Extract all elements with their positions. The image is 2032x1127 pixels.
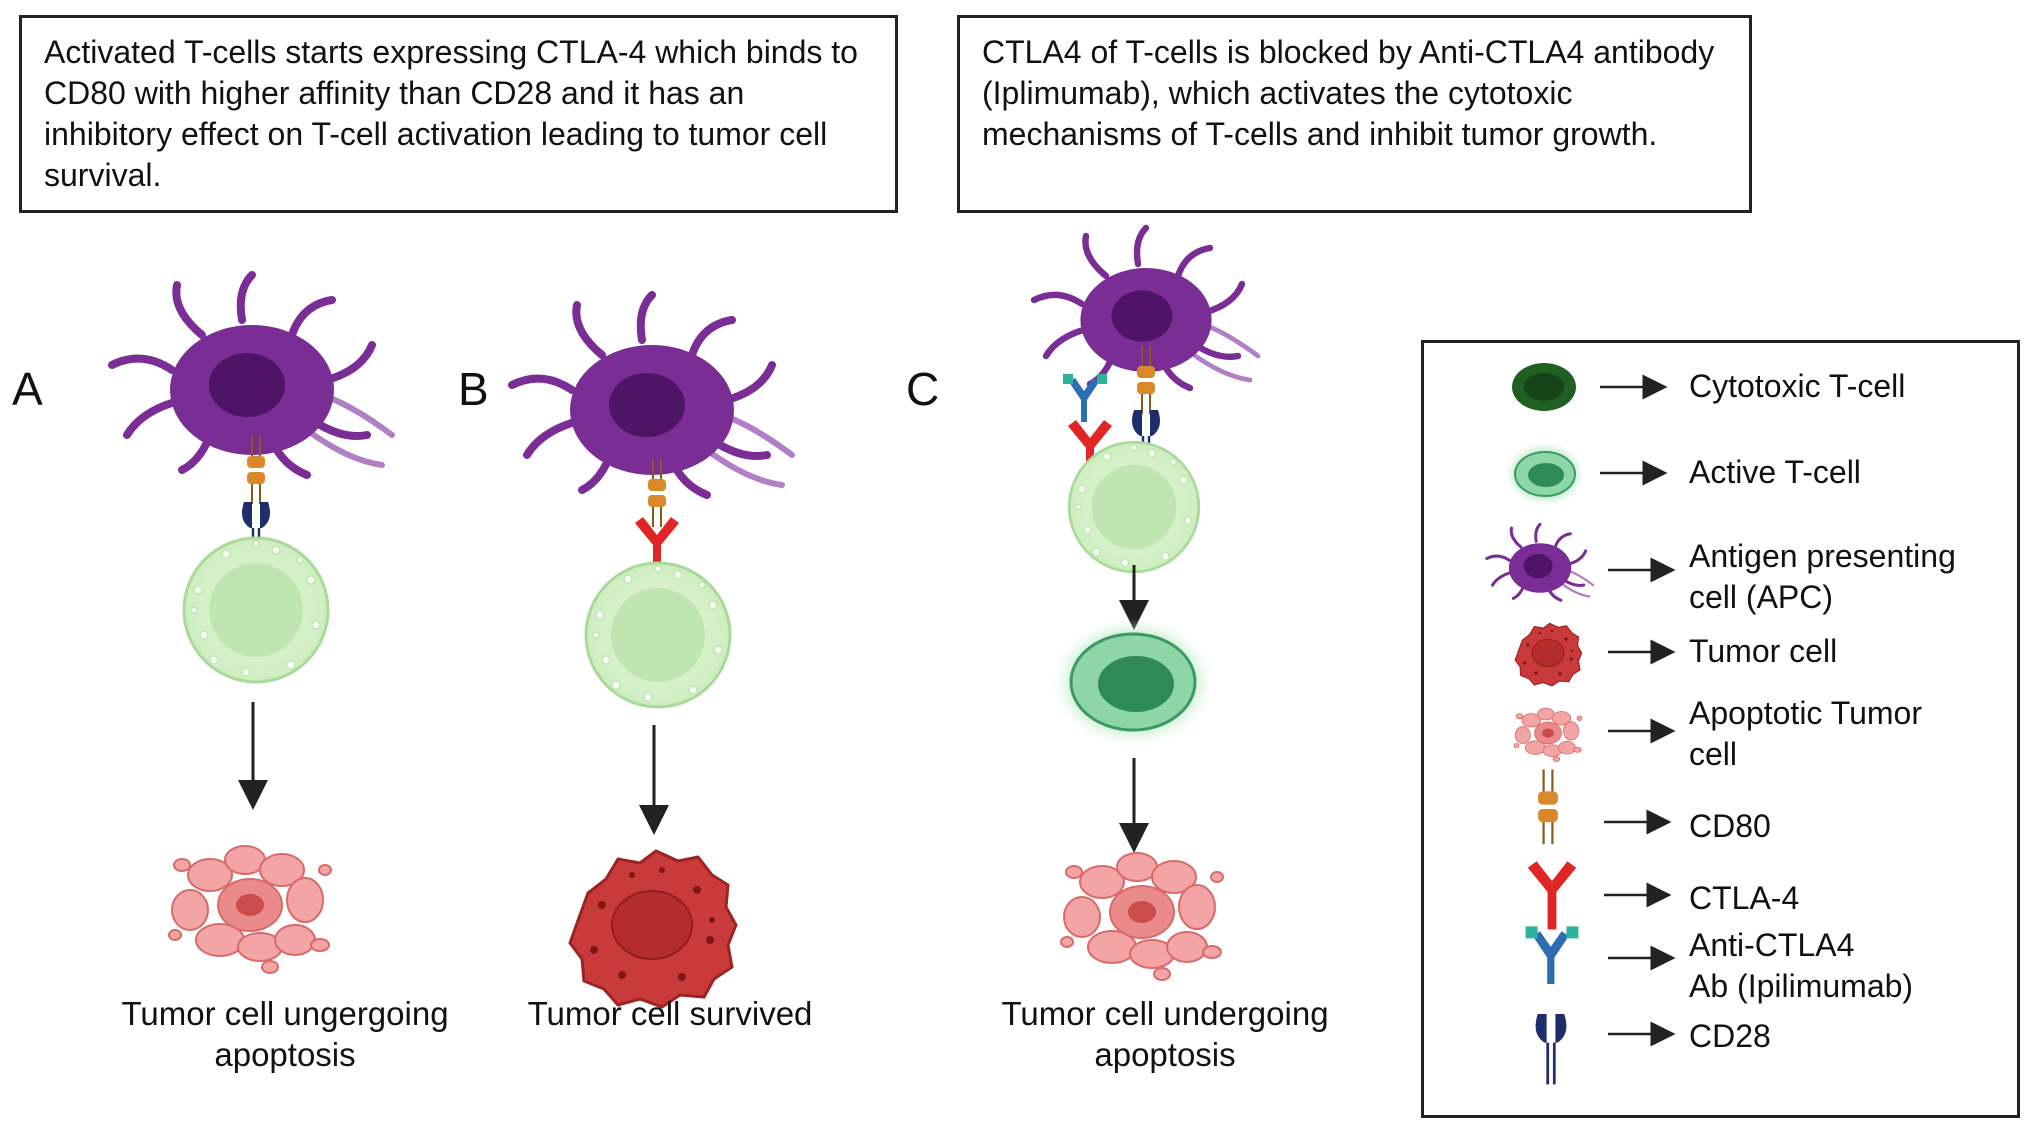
panel-c-active-t-cell-icon: [1053, 618, 1213, 746]
legend-box: [1421, 340, 2020, 1118]
panel-c-apoptotic-tumor-icon: [1060, 852, 1224, 981]
panel-c-t-cell-icon: [1067, 440, 1201, 574]
panel-b-t-cell-icon: [584, 561, 732, 709]
left-description-text: Activated T-cells starts expressing CTLA…: [44, 34, 858, 193]
panel-c-apc-icon: [1034, 228, 1258, 388]
panel-label-b: B: [458, 363, 489, 415]
left-description-box: Activated T-cells starts expressing CTLA…: [19, 15, 898, 213]
legend-label-cd28: CD28: [1689, 1018, 1771, 1054]
panel-b-group: [512, 295, 792, 1009]
legend-label-active-t-cell: Active T-cell: [1689, 454, 1861, 490]
panel-c-group: [1034, 228, 1258, 981]
legend-icons: [1485, 363, 1676, 1086]
legend-label-anti-ctla4-ab: Anti-CTLA4 Ab (Ipilimumab): [1689, 927, 1914, 1004]
legend-label-apoptotic-tumor-cell: Apoptotic Tumor cell: [1689, 695, 1922, 772]
legend-active-t-cell-icon: [1505, 442, 1585, 506]
panel-a-t-cell-icon: [182, 536, 330, 684]
panel-b-tumor-icon: [568, 849, 738, 1009]
panel-a-caption: Tumor cell ungergoing apoptosis: [121, 995, 449, 1073]
legend-label-apc: Antigen presenting cell (APC): [1689, 538, 1956, 615]
right-description-box: CTLA4 of T-cells is blocked by Anti-CTLA…: [957, 15, 1752, 213]
legend-label-ctla4: CTLA-4: [1689, 880, 1800, 916]
legend-label-cd80: CD80: [1689, 808, 1771, 844]
panel-b-caption: Tumor cell survived: [527, 995, 813, 1032]
panel-a-apoptotic-tumor-icon: [168, 845, 332, 974]
panel-a-group: [112, 275, 392, 974]
panel-c-antibody-icon: [1063, 374, 1107, 422]
panel-c-caption: Tumor cell undergoing apoptosis: [1001, 995, 1329, 1073]
legend-label-tumor-cell: Tumor cell: [1689, 633, 1838, 669]
panel-label-a: A: [12, 363, 43, 415]
right-description-text: CTLA4 of T-cells is blocked by Anti-CTLA…: [982, 34, 1715, 152]
legend-cytotoxic-t-cell-icon: [1512, 363, 1576, 411]
legend-label-cytotoxic-t-cell: Cytotoxic T-cell: [1689, 368, 1906, 404]
panel-label-c: C: [906, 363, 940, 415]
